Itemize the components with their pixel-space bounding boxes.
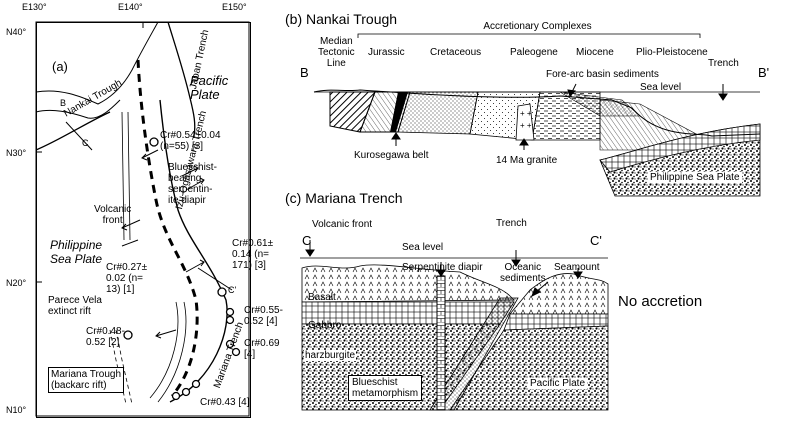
accretionary-label: Accretionary Complexes [483, 21, 592, 32]
granite-label: 14 Ma granite [496, 155, 558, 166]
cr-annotation-7: Cr#0.43 [4] [200, 397, 250, 408]
serpentinite-diapir-label: Serpentinite diapir [402, 262, 483, 273]
fore-arc-label: Fore-arc basin sediments [546, 69, 659, 80]
oceanic-sediments-label: Oceanic sediments [500, 262, 546, 284]
age-paleogene: Paleogene [510, 47, 558, 58]
pacific-plate-section-label: Pacific Plate [528, 378, 588, 389]
philippine-plate-label: Philippine Sea Plate [50, 238, 103, 266]
nankai-trench-label: Trench [708, 58, 739, 69]
lon-label-130: E130° [22, 2, 47, 12]
blueschist-metamorphism-label: Blueschist metamorphism [348, 375, 423, 401]
cr-annotation-5: Cr#0.55- 0.52 [4] [244, 305, 283, 327]
mariana-volcanic-front-label: Volcanic front [312, 219, 373, 230]
nankai-section: + + + + [313, 33, 761, 197]
basalt-label: Basalt [308, 292, 336, 303]
nankai-title: (b) Nankai Trough [285, 11, 398, 27]
svg-text:+ +: + + [520, 109, 532, 118]
mariana-sea-level-label: Sea level [402, 242, 444, 253]
lon-label-150: E150° [222, 2, 247, 12]
c-section-label: C [302, 233, 312, 248]
age-miocene: Miocene [576, 47, 614, 58]
gabbro-label: Gabbro [308, 320, 342, 331]
mariana-trench-label-c: Trench [496, 218, 527, 229]
blueschist-diapir-label: Blueschist- bearing serpentin- ite diapi… [168, 162, 217, 206]
philippine-sea-plate-label: Philippine Sea Plate [648, 172, 742, 183]
median-tectonic-label: Median Tectonic Line [318, 36, 355, 69]
cr-annotation-4: Cr#0.48- 0.52 [2] [86, 326, 125, 348]
cr-annotation-3: Cr#0.27± 0.02 (n= 13) [1] [106, 262, 148, 295]
nankai-sea-level-label: Sea level [640, 82, 682, 93]
c-prime-marker: C' [228, 285, 237, 295]
map-frame [36, 22, 251, 418]
c-marker: C [82, 138, 89, 148]
lat-label-10: N10° [6, 405, 27, 415]
harzburgite-label: harzburgite [304, 350, 357, 361]
c-prime-section-label: C' [590, 233, 602, 248]
map-panel [35, 21, 250, 417]
no-accretion-label: No accretion [618, 293, 703, 310]
age-cretaceous: Cretaceous [430, 47, 482, 58]
seamount-label: Seamount [554, 262, 600, 273]
cr-annotation-1: Cr#0.54±0.04 (n=55) [3] [160, 130, 221, 152]
parece-vela-label: Parece Vela extinct rift [48, 295, 102, 317]
kurosegawa-label: Kurosegawa belt [354, 150, 429, 161]
svg-text:+ +: + + [520, 121, 532, 130]
lat-label-20: N20° [6, 278, 27, 288]
cr-annotation-2: Cr#0.61± 0.14 (n= 171) [3] [232, 238, 274, 271]
b-marker: B [60, 98, 67, 108]
mariana-trough-label: Mariana Trough (backarc rift) [48, 367, 125, 393]
panel-a-label: (a) [52, 59, 68, 74]
pacific-plate-label: Pacific Plate [190, 73, 229, 102]
cr-annotation-6: Cr#0.69 [4] [244, 338, 280, 360]
age-jurassic: Jurassic [368, 47, 405, 58]
volcanic-front-label: Volcanic front [94, 204, 132, 226]
lon-label-140: E140° [118, 2, 143, 12]
mariana-title: (c) Mariana Trench [285, 190, 403, 206]
b-prime-section-label: B' [758, 65, 770, 80]
lat-label-40: N40° [6, 27, 27, 37]
age-plio-pleistocene: Plio-Pleistocene [636, 47, 708, 58]
b-section-label: B [300, 65, 309, 80]
lat-label-30: N30° [6, 148, 27, 158]
